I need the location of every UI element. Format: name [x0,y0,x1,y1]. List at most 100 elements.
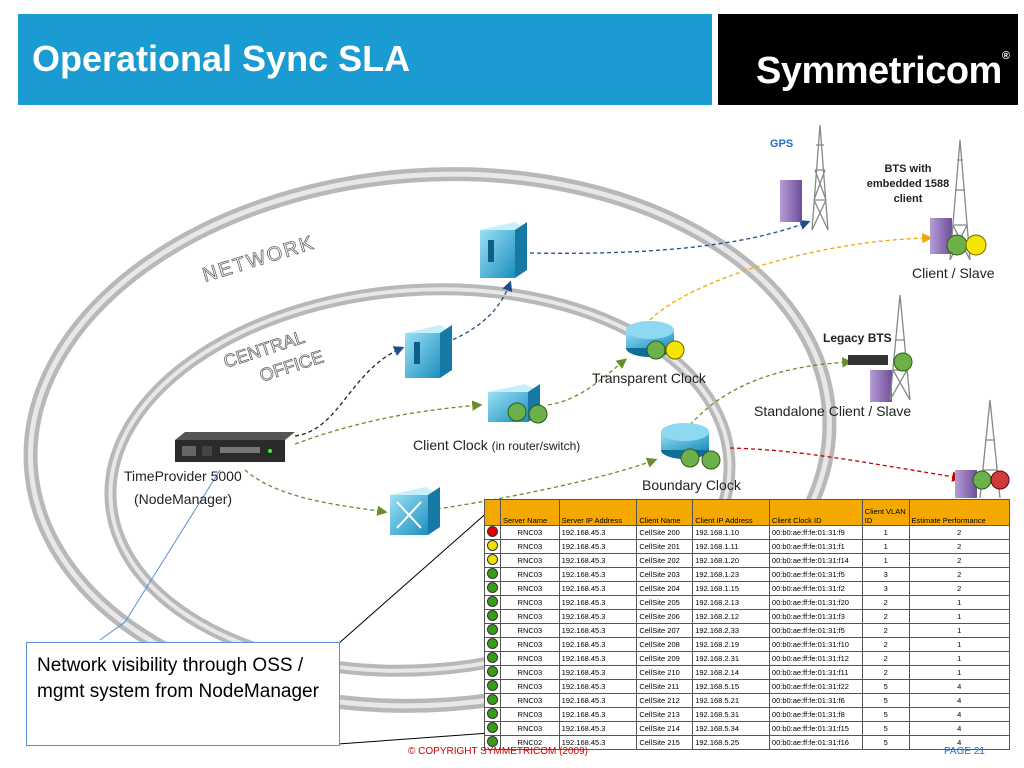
table-cell-perf: 2 [908,525,1011,540]
status-cell [484,665,501,680]
table-cell-cid: 00:b0:ae:ff:fe:01:31:f12 [768,651,863,666]
bts-1588-tower-icon [930,139,987,261]
table-cell-server: RNC03 [500,553,560,568]
table-cell-perf: 4 [908,735,1011,750]
table-cell-perf: 1 [908,651,1011,666]
column-header: Server Name [500,499,560,526]
status-cell [484,721,501,736]
status-cell [484,623,501,638]
timeprovider-5000-device [175,432,295,462]
status-indicator-icon [487,554,498,565]
table-cell-sip: 192.168.45.3 [558,651,638,666]
table-cell-server: RNC03 [500,707,560,722]
status-cell [484,525,501,540]
table-cell-sip: 192.168.45.3 [558,581,638,596]
table-cell-cid: 00:b0:ae:ff:fe:01:31:f6 [768,693,863,708]
table-cell-server: RNC03 [500,595,560,610]
page-title: Operational Sync SLA [32,38,411,79]
link-boundary-to-bts [729,447,963,482]
status-indicator-icon [487,638,498,649]
table-cell-perf: 4 [908,721,1011,736]
table-cell-cname: CellSite 203 [636,567,694,582]
table-cell-sip: 192.168.45.3 [558,525,638,540]
table-cell-vlan: 1 [861,553,910,568]
table-cell-perf: 2 [908,539,1011,554]
table-cell-perf: 2 [908,581,1011,596]
table-cell-cid: 00:b0:ae:ff:fe:01:31:f8 [768,707,863,722]
callout-pointer [99,469,221,641]
footer-page-number: PAGE 21 [944,746,985,757]
table-cell-cid: 00:b0:ae:ff:fe:01:31:f10 [768,637,863,652]
status-indicator-icon [487,624,498,635]
table-cell-cname: CellSite 215 [636,735,694,750]
table-cell-cip: 192.168.5.15 [692,679,770,694]
table-cell-vlan: 2 [861,595,910,610]
table-cell-cname: CellSite 202 [636,553,694,568]
table-cell-vlan: 2 [861,665,910,680]
status-indicator-icon [487,666,498,677]
status-cell [484,539,501,554]
table-cell-cip: 192.168.5.34 [692,721,770,736]
table-cell-cname: CellSite 207 [636,623,694,638]
bts-with-label: BTS with [884,163,932,175]
table-cell-cname: CellSite 209 [636,651,694,666]
nodemanager-label: (NodeManager) [134,491,233,507]
table-cell-perf: 1 [908,609,1011,624]
table-cell-cname: CellSite 214 [636,721,694,736]
table-cell-server: RNC03 [500,651,560,666]
client-clock-subtext: (in router/switch) [491,439,581,453]
table-cell-sip: 192.168.45.3 [558,637,638,652]
legacy-bts-tower-icon [848,294,913,402]
bts-client-label: client [893,193,923,205]
table-cell-cname: CellSite 208 [636,637,694,652]
status-indicator-icon [487,652,498,663]
table-cell-server: RNC03 [500,581,560,596]
client-slave-label: Client / Slave [912,265,995,281]
table-cell-cip: 192.168.1.10 [692,525,770,540]
table-cell-sip: 192.168.45.3 [558,693,638,708]
logo-registered-mark: ® [1001,50,1010,62]
title-bar: Operational Sync SLA [18,14,712,105]
status-indicator-icon [487,722,498,733]
table-cell-cid: 00:b0:ae:ff:fe:01:31:f16 [768,735,863,750]
table-cell-sip: 192.168.45.3 [558,553,638,568]
status-cell [484,693,501,708]
table-cell-cip: 192.168.2.14 [692,665,770,680]
status-cell [484,581,501,596]
status-cell [484,567,501,582]
table-cell-cip: 192.168.1.20 [692,553,770,568]
table-cell-perf: 4 [908,707,1011,722]
table-cell-cip: 192.168.1.23 [692,567,770,582]
table-cell-vlan: 2 [861,637,910,652]
network-ring [23,167,837,713]
table-cell-cip: 192.168.5.25 [692,735,770,750]
table-cell-perf: 1 [908,665,1011,680]
link-switch-to-boundary [429,457,658,511]
table-cell-cip: 192.168.5.31 [692,707,770,722]
table-cell-server: RNC03 [500,567,560,582]
status-indicator-icon [487,708,498,719]
table-cell-sip: 192.168.45.3 [558,707,638,722]
table-cell-cip: 192.168.1.11 [692,539,770,554]
table-cell-cname: CellSite 205 [636,595,694,610]
status-cell [484,609,501,624]
status-indicator-icon [487,680,498,691]
table-cell-vlan: 5 [861,693,910,708]
boundary-clock-label: Boundary Clock [642,477,741,493]
status-indicator-icon [487,736,498,747]
table-cell-cip: 192.168.1.15 [692,581,770,596]
footer-copyright: © COPYRIGHT SYMMETRICOM (2009) [408,746,588,757]
status-indicator-icon [487,596,498,607]
table-cell-cip: 192.168.2.19 [692,637,770,652]
table-cell-cid: 00:b0:ae:ff:fe:01:31:f9 [768,525,863,540]
client-clock-label: Client Clock (in router/switch) [413,437,580,453]
timeprovider-label: TimeProvider 5000 [124,468,242,484]
table-cell-cid: 00:b0:ae:ff:fe:01:31:f20 [768,595,863,610]
boundary-clock-router-icon [661,423,721,470]
